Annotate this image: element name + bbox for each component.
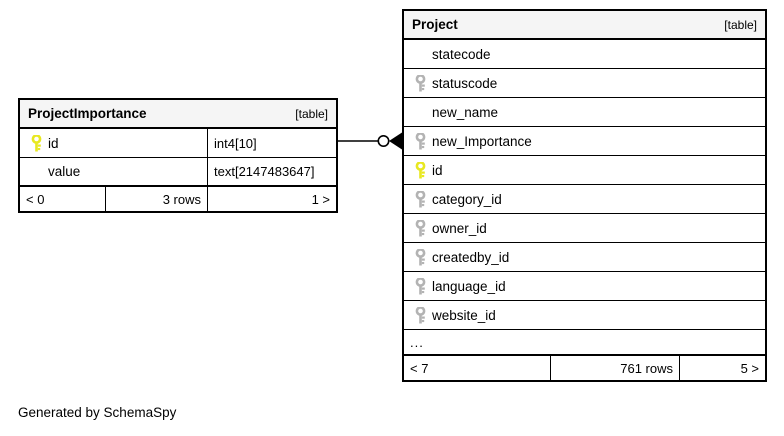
foreign-key-icon xyxy=(410,189,430,209)
column-name-cell: statecode xyxy=(404,40,765,68)
column-name: id xyxy=(48,135,59,151)
foreign-key-icon xyxy=(410,305,430,325)
entity-table-projectimportance[interactable]: ProjectImportance [table] id int4[10] xyxy=(18,98,338,213)
entity-type-tag: [table] xyxy=(295,106,328,121)
table-row[interactable]: id int4[10] xyxy=(20,129,336,158)
column-name-cell: new_Importance xyxy=(404,127,765,155)
foreign-key-icon xyxy=(410,247,430,267)
entity-header: ProjectImportance [table] xyxy=(20,100,336,129)
column-name: language_id xyxy=(432,278,506,294)
table-row[interactable]: new_Importance xyxy=(404,127,765,156)
column-name: statuscode xyxy=(432,75,498,91)
table-row[interactable]: category_id xyxy=(404,185,765,214)
entity-table-project[interactable]: Project [table] statecode xyxy=(402,9,767,382)
column-name: website_id xyxy=(432,307,496,323)
footer-next-tables[interactable]: 1 > xyxy=(207,187,336,211)
column-name-cell: id xyxy=(20,129,207,157)
column-name-cell: id xyxy=(404,156,765,184)
footer-prev-tables[interactable]: < 0 xyxy=(26,191,45,207)
foreign-key-icon xyxy=(410,131,430,151)
entity-footer: < 0 3 rows 1 > xyxy=(20,187,336,211)
table-row[interactable]: owner_id xyxy=(404,214,765,243)
footer-row-count: 761 rows xyxy=(550,356,679,380)
column-name-cell: new_name xyxy=(404,98,765,126)
foreign-key-icon xyxy=(410,73,430,93)
no-key-icon xyxy=(410,102,430,122)
column-name-cell: language_id xyxy=(404,272,765,300)
table-row[interactable]: statuscode xyxy=(404,69,765,98)
entity-type-tag: [table] xyxy=(724,17,757,32)
table-row[interactable]: new_name xyxy=(404,98,765,127)
column-name-cell: website_id xyxy=(404,301,765,329)
table-row[interactable]: id xyxy=(404,156,765,185)
footer-prev-tables[interactable]: < 7 xyxy=(410,360,429,376)
generated-by-note: Generated by SchemaSpy xyxy=(18,405,177,420)
no-key-icon xyxy=(26,162,46,182)
table-row[interactable]: statecode xyxy=(404,40,765,69)
table-row[interactable]: createdby_id xyxy=(404,243,765,272)
column-name-cell: owner_id xyxy=(404,214,765,242)
column-name: value xyxy=(48,164,81,179)
column-name: category_id xyxy=(432,191,502,207)
cardinality-zero-marker xyxy=(377,135,390,148)
table-row[interactable]: website_id xyxy=(404,301,765,330)
column-type: text[2147483647] xyxy=(207,158,336,185)
column-name-cell: createdby_id xyxy=(404,243,765,271)
primary-key-icon xyxy=(26,133,46,153)
foreign-key-icon xyxy=(410,218,430,238)
table-row[interactable]: value text[2147483647] xyxy=(20,158,336,187)
entity-footer: < 7 761 rows 5 > xyxy=(404,356,765,380)
entity-title: ProjectImportance xyxy=(28,106,147,121)
column-name: id xyxy=(432,162,443,178)
no-key-icon xyxy=(410,44,430,64)
column-name-cell: value xyxy=(20,158,207,185)
column-name-cell: statuscode xyxy=(404,69,765,97)
column-name: new_name xyxy=(432,104,499,120)
more-columns-indicator: ... xyxy=(404,330,765,356)
footer-next-tables[interactable]: 5 > xyxy=(679,356,765,380)
column-name: owner_id xyxy=(432,220,487,236)
column-name: new_Importance xyxy=(432,133,532,149)
column-name: createdby_id xyxy=(432,249,510,265)
entity-header: Project [table] xyxy=(404,11,765,40)
column-name-cell: category_id xyxy=(404,185,765,213)
column-type: int4[10] xyxy=(207,129,336,157)
entity-title: Project xyxy=(412,17,458,32)
primary-key-icon xyxy=(410,160,430,180)
column-name: statecode xyxy=(432,46,491,62)
cardinality-many-marker xyxy=(389,132,402,150)
footer-row-count: 3 rows xyxy=(105,187,207,211)
foreign-key-icon xyxy=(410,276,430,296)
table-row[interactable]: language_id xyxy=(404,272,765,301)
